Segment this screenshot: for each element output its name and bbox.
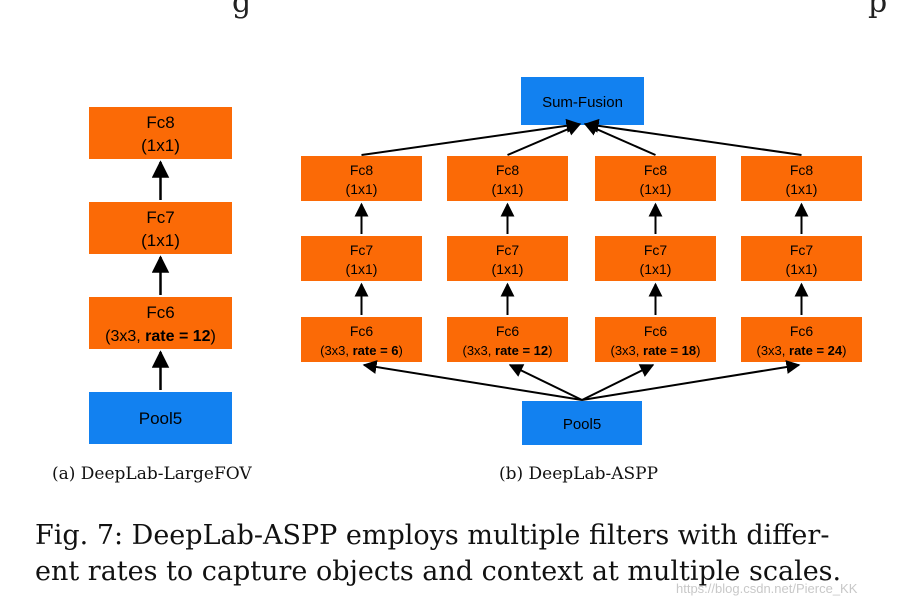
fc6-layer-box <box>595 317 716 362</box>
arrow-fc8-rate-12-to-fusion <box>507 122 582 156</box>
aspp-branch-rate-6: Fc8 (1x1) Fc7 (1x1) Fc6 (3x3, rate = 6) <box>301 156 422 362</box>
fc6-layer-name: Fc6 <box>644 323 668 339</box>
arrow-pool5-to-fc6-rate-18 <box>581 364 655 401</box>
fc6-layer-box <box>301 317 422 362</box>
fc6-layer-box <box>447 317 568 362</box>
cropped-text-right: p <box>868 0 888 20</box>
fc8-layer-detail: (1x1) <box>346 181 378 197</box>
fc8-layer-box <box>89 107 232 159</box>
pool5-box <box>89 392 232 444</box>
aspp-diagram: Sum-Fusion Pool5 Fc8 (1x1) Fc7 (1x1) Fc6… <box>301 77 862 445</box>
aspp-branch-rate-18: Fc8 (1x1) Fc7 (1x1) Fc6 (3x3, rate = 18) <box>595 156 716 362</box>
fc6-layer-name: Fc6 <box>496 323 520 339</box>
fc8-layer-detail: (1x1) <box>640 181 672 197</box>
fc7-layer-name: Fc7 <box>146 208 174 227</box>
fc7-layer-name: Fc7 <box>644 242 668 258</box>
fc7-layer-detail: (1x1) <box>346 261 378 277</box>
pool5-label: Pool5 <box>139 409 182 428</box>
fc6-layer-name: Fc6 <box>350 323 374 339</box>
aspp-caption: (b) DeepLab-ASPP <box>499 464 659 484</box>
deeplab-diagram: Fc8 (1x1) Fc7 (1x1) Fc6 (3x3, rate = 12)… <box>89 77 862 445</box>
fc8-layer-detail: (1x1) <box>141 136 180 155</box>
aspp-pool5-box <box>522 401 642 445</box>
watermark: https://blog.csdn.net/Pierce_KK <box>676 581 858 596</box>
figure-caption-line-1: Fig. 7: DeepLab-ASPP employs multiple fi… <box>35 520 830 551</box>
aspp-branch-rate-24: Fc8 (1x1) Fc7 (1x1) Fc6 (3x3, rate = 24) <box>741 156 862 362</box>
arrow-pool5-to-fc6-rate-12 <box>508 364 583 401</box>
fc6-layer-detail: (3x3, rate = 12) <box>105 328 216 345</box>
fc7-layer-box <box>301 236 422 281</box>
fc8-layer-name: Fc8 <box>496 162 520 178</box>
fc7-layer-detail: (1x1) <box>492 261 524 277</box>
fc7-layer-name: Fc7 <box>790 242 814 258</box>
fc6-layer-name: Fc6 <box>790 323 814 339</box>
fc8-layer-box <box>447 156 568 201</box>
fc8-layer-name: Fc8 <box>790 162 814 178</box>
fc6-layer-box <box>741 317 862 362</box>
cropped-previous-text: g p <box>0 0 909 34</box>
arrow-pool5-to-fc6-rate-6 <box>362 360 583 401</box>
figure-caption: Fig. 7: DeepLab-ASPP employs multiple fi… <box>35 518 895 590</box>
fc8-layer-name: Fc8 <box>644 162 668 178</box>
fc8-layer-box <box>301 156 422 201</box>
largefov-diagram: Fc8 (1x1) Fc7 (1x1) Fc6 (3x3, rate = 12)… <box>89 107 232 444</box>
arrow-fc8-rate-6-to-fusion <box>361 118 581 156</box>
fc8-layer-name: Fc8 <box>146 113 174 132</box>
fc6-layer-detail: (3x3, rate = 12) <box>463 343 553 358</box>
fc8-layer-box <box>741 156 862 201</box>
fc7-layer-box <box>741 236 862 281</box>
fc7-layer-box <box>447 236 568 281</box>
largefov-caption: (a) DeepLab-LargeFOV <box>52 464 252 484</box>
fc6-layer-box <box>89 297 232 349</box>
fc6-layer-name: Fc6 <box>146 303 174 322</box>
fc8-layer-name: Fc8 <box>350 162 374 178</box>
arrow-pool5-to-fc6-rate-24 <box>581 360 801 401</box>
fc8-layer-box <box>595 156 716 201</box>
fc6-layer-detail: (3x3, rate = 24) <box>757 343 847 358</box>
fc7-layer-box <box>595 236 716 281</box>
aspp-branch-rate-12: Fc8 (1x1) Fc7 (1x1) Fc6 (3x3, rate = 12) <box>447 156 568 362</box>
figure-caption-line-2: ent rates to capture objects and context… <box>35 556 842 587</box>
sum-fusion-label: Sum-Fusion <box>542 94 623 111</box>
fc7-layer-detail: (1x1) <box>141 231 180 250</box>
cropped-text-left: g <box>232 0 252 20</box>
fc8-layer-detail: (1x1) <box>786 181 818 197</box>
fc7-layer-box <box>89 202 232 254</box>
fc8-layer-detail: (1x1) <box>492 181 524 197</box>
fc7-layer-name: Fc7 <box>496 242 520 258</box>
fc7-layer-detail: (1x1) <box>640 261 672 277</box>
fc6-layer-detail: (3x3, rate = 18) <box>611 343 701 358</box>
fc6-layer-detail: (3x3, rate = 6) <box>320 343 403 358</box>
arrow-fc8-rate-24-to-fusion <box>584 118 802 156</box>
aspp-pool5-label: Pool5 <box>563 416 601 433</box>
fc7-layer-detail: (1x1) <box>786 261 818 277</box>
fc7-layer-name: Fc7 <box>350 242 374 258</box>
sum-fusion-box <box>521 77 644 125</box>
